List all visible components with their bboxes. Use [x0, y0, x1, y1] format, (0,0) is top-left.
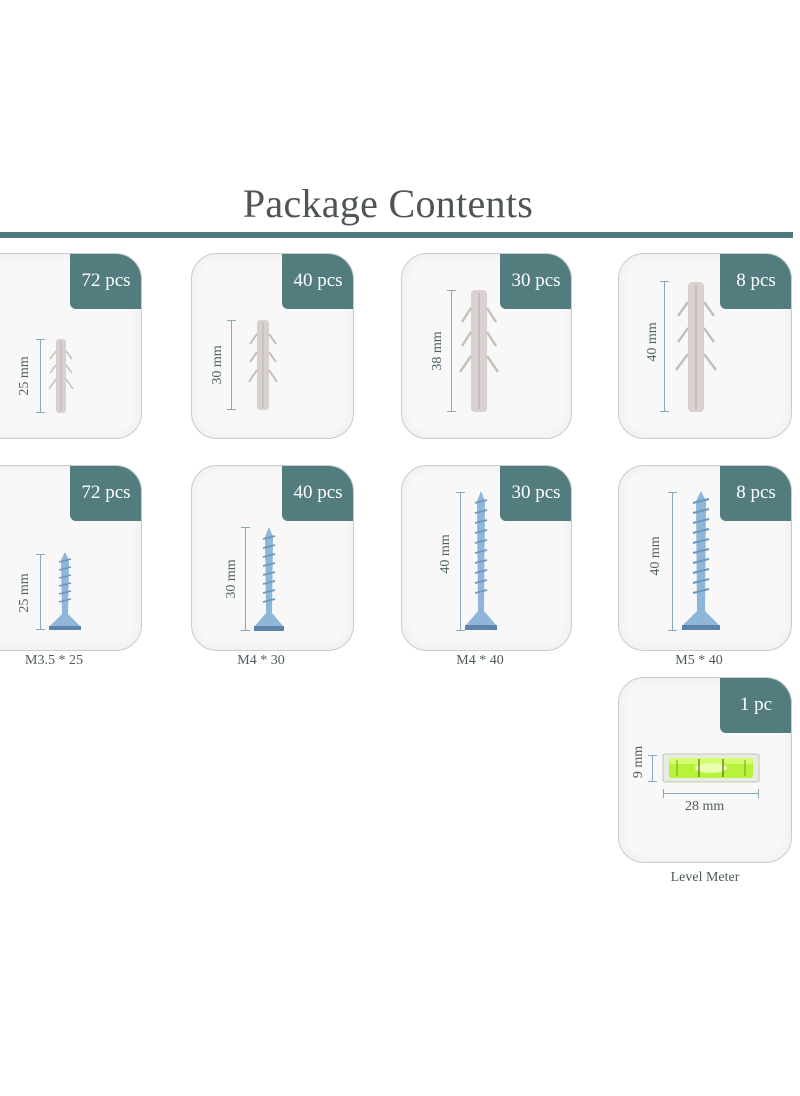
anchor-card-30: 40 pcs 30 mm	[191, 253, 354, 439]
wall-anchor-image	[458, 290, 500, 412]
quantity-badge: 30 pcs	[500, 466, 571, 521]
level-meter-card: 1 pc 9 mm 28 mm	[618, 677, 792, 863]
dimension-line	[456, 492, 465, 631]
dimension-label: 30 mm	[210, 345, 225, 385]
screw-caption: M4 * 40	[456, 653, 504, 668]
dimension-line	[660, 281, 669, 412]
dimension-label: 40 mm	[438, 534, 453, 574]
quantity-badge: 1 pc	[720, 678, 791, 733]
dimension-label: 9 mm	[631, 745, 646, 779]
dimension-line	[241, 527, 250, 631]
screw-image	[682, 491, 720, 630]
dimension-label: 30 mm	[224, 559, 239, 599]
wall-anchor-image	[248, 320, 278, 410]
quantity-badge: 40 pcs	[282, 466, 353, 521]
screw-card-m5x40: 8 pcs 40 mm	[618, 465, 792, 651]
screw-image	[254, 527, 284, 631]
wall-anchor-image	[675, 282, 717, 412]
level-meter-caption: Level Meter	[670, 870, 740, 885]
title-divider	[0, 232, 793, 238]
quantity-badge: 8 pcs	[720, 466, 791, 521]
dimension-line	[648, 755, 657, 782]
dimension-label: 40 mm	[648, 536, 663, 576]
dimension-line	[227, 320, 236, 410]
quantity-badge: 40 pcs	[282, 254, 353, 309]
dimension-label: 40 mm	[645, 322, 660, 362]
anchor-card-38: 30 pcs 38 mm	[401, 253, 572, 439]
level-meter-image	[662, 753, 760, 783]
dimension-label: 28 mm	[685, 799, 725, 814]
dimension-label: 25 mm	[17, 356, 32, 396]
dimension-line	[36, 554, 45, 630]
quantity-badge: 72 pcs	[70, 466, 141, 521]
quantity-badge: 72 pcs	[70, 254, 141, 309]
screw-caption: M3.5 * 25	[25, 653, 83, 668]
dimension-label: 25 mm	[17, 573, 32, 613]
dimension-line	[663, 789, 759, 798]
dimension-line	[447, 290, 456, 412]
dimension-label: 38 mm	[430, 331, 445, 371]
screw-caption: M5 * 40	[675, 653, 723, 668]
dimension-line	[36, 339, 45, 413]
quantity-badge: 30 pcs	[500, 254, 571, 309]
screw-image	[49, 552, 81, 630]
dimension-line	[668, 492, 677, 631]
screw-caption: M4 * 30	[237, 653, 285, 668]
screw-card-m3-5x25: 72 pcs 25 mm	[0, 465, 142, 651]
anchor-card-40: 8 pcs 40 mm	[618, 253, 792, 439]
screw-card-m4x30: 40 pcs 30 mm	[191, 465, 354, 651]
page-title: Package Contents	[242, 181, 534, 226]
screw-image	[465, 491, 497, 630]
screw-card-m4x40: 30 pcs 40 mm	[401, 465, 572, 651]
wall-anchor-image	[48, 339, 74, 413]
anchor-card-25: 72 pcs 25 mm	[0, 253, 142, 439]
quantity-badge: 8 pcs	[720, 254, 791, 309]
